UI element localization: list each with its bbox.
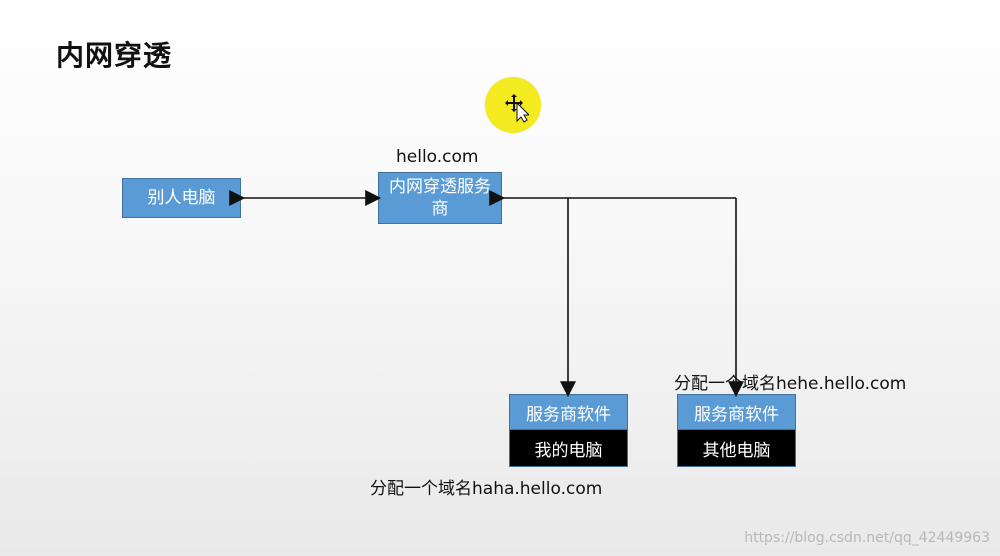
service-provider-label: 内网穿透服务商 xyxy=(389,177,491,219)
my-computer-label: 我的电脑 xyxy=(534,440,603,461)
other-computer-node: 别人电脑 xyxy=(122,178,241,218)
page-title: 内网穿透 xyxy=(56,39,173,72)
other-computer-label: 别人电脑 xyxy=(147,188,216,208)
my-assigned-domain-label: 分配一个域名haha.hello.com xyxy=(370,479,603,499)
service-provider-node: 内网穿透服务商 xyxy=(378,172,502,224)
other-computer-stack: 服务商软件 其他电脑 xyxy=(677,394,796,467)
other-software-box: 服务商软件 xyxy=(678,395,795,430)
my-computer-stack: 服务商软件 我的电脑 xyxy=(509,394,628,467)
watermark: https://blog.csdn.net/qq_42449963 xyxy=(744,530,990,546)
other-computer-stack-label: 其他电脑 xyxy=(702,440,771,461)
my-software-box: 服务商软件 xyxy=(510,395,627,430)
other-software-label: 服务商软件 xyxy=(694,404,779,425)
other-computer-box: 其他电脑 xyxy=(678,430,795,466)
my-computer-box: 我的电脑 xyxy=(510,430,627,466)
my-software-label: 服务商软件 xyxy=(526,404,611,425)
cursor-highlight xyxy=(485,77,541,133)
service-domain-label: hello.com xyxy=(396,147,479,167)
